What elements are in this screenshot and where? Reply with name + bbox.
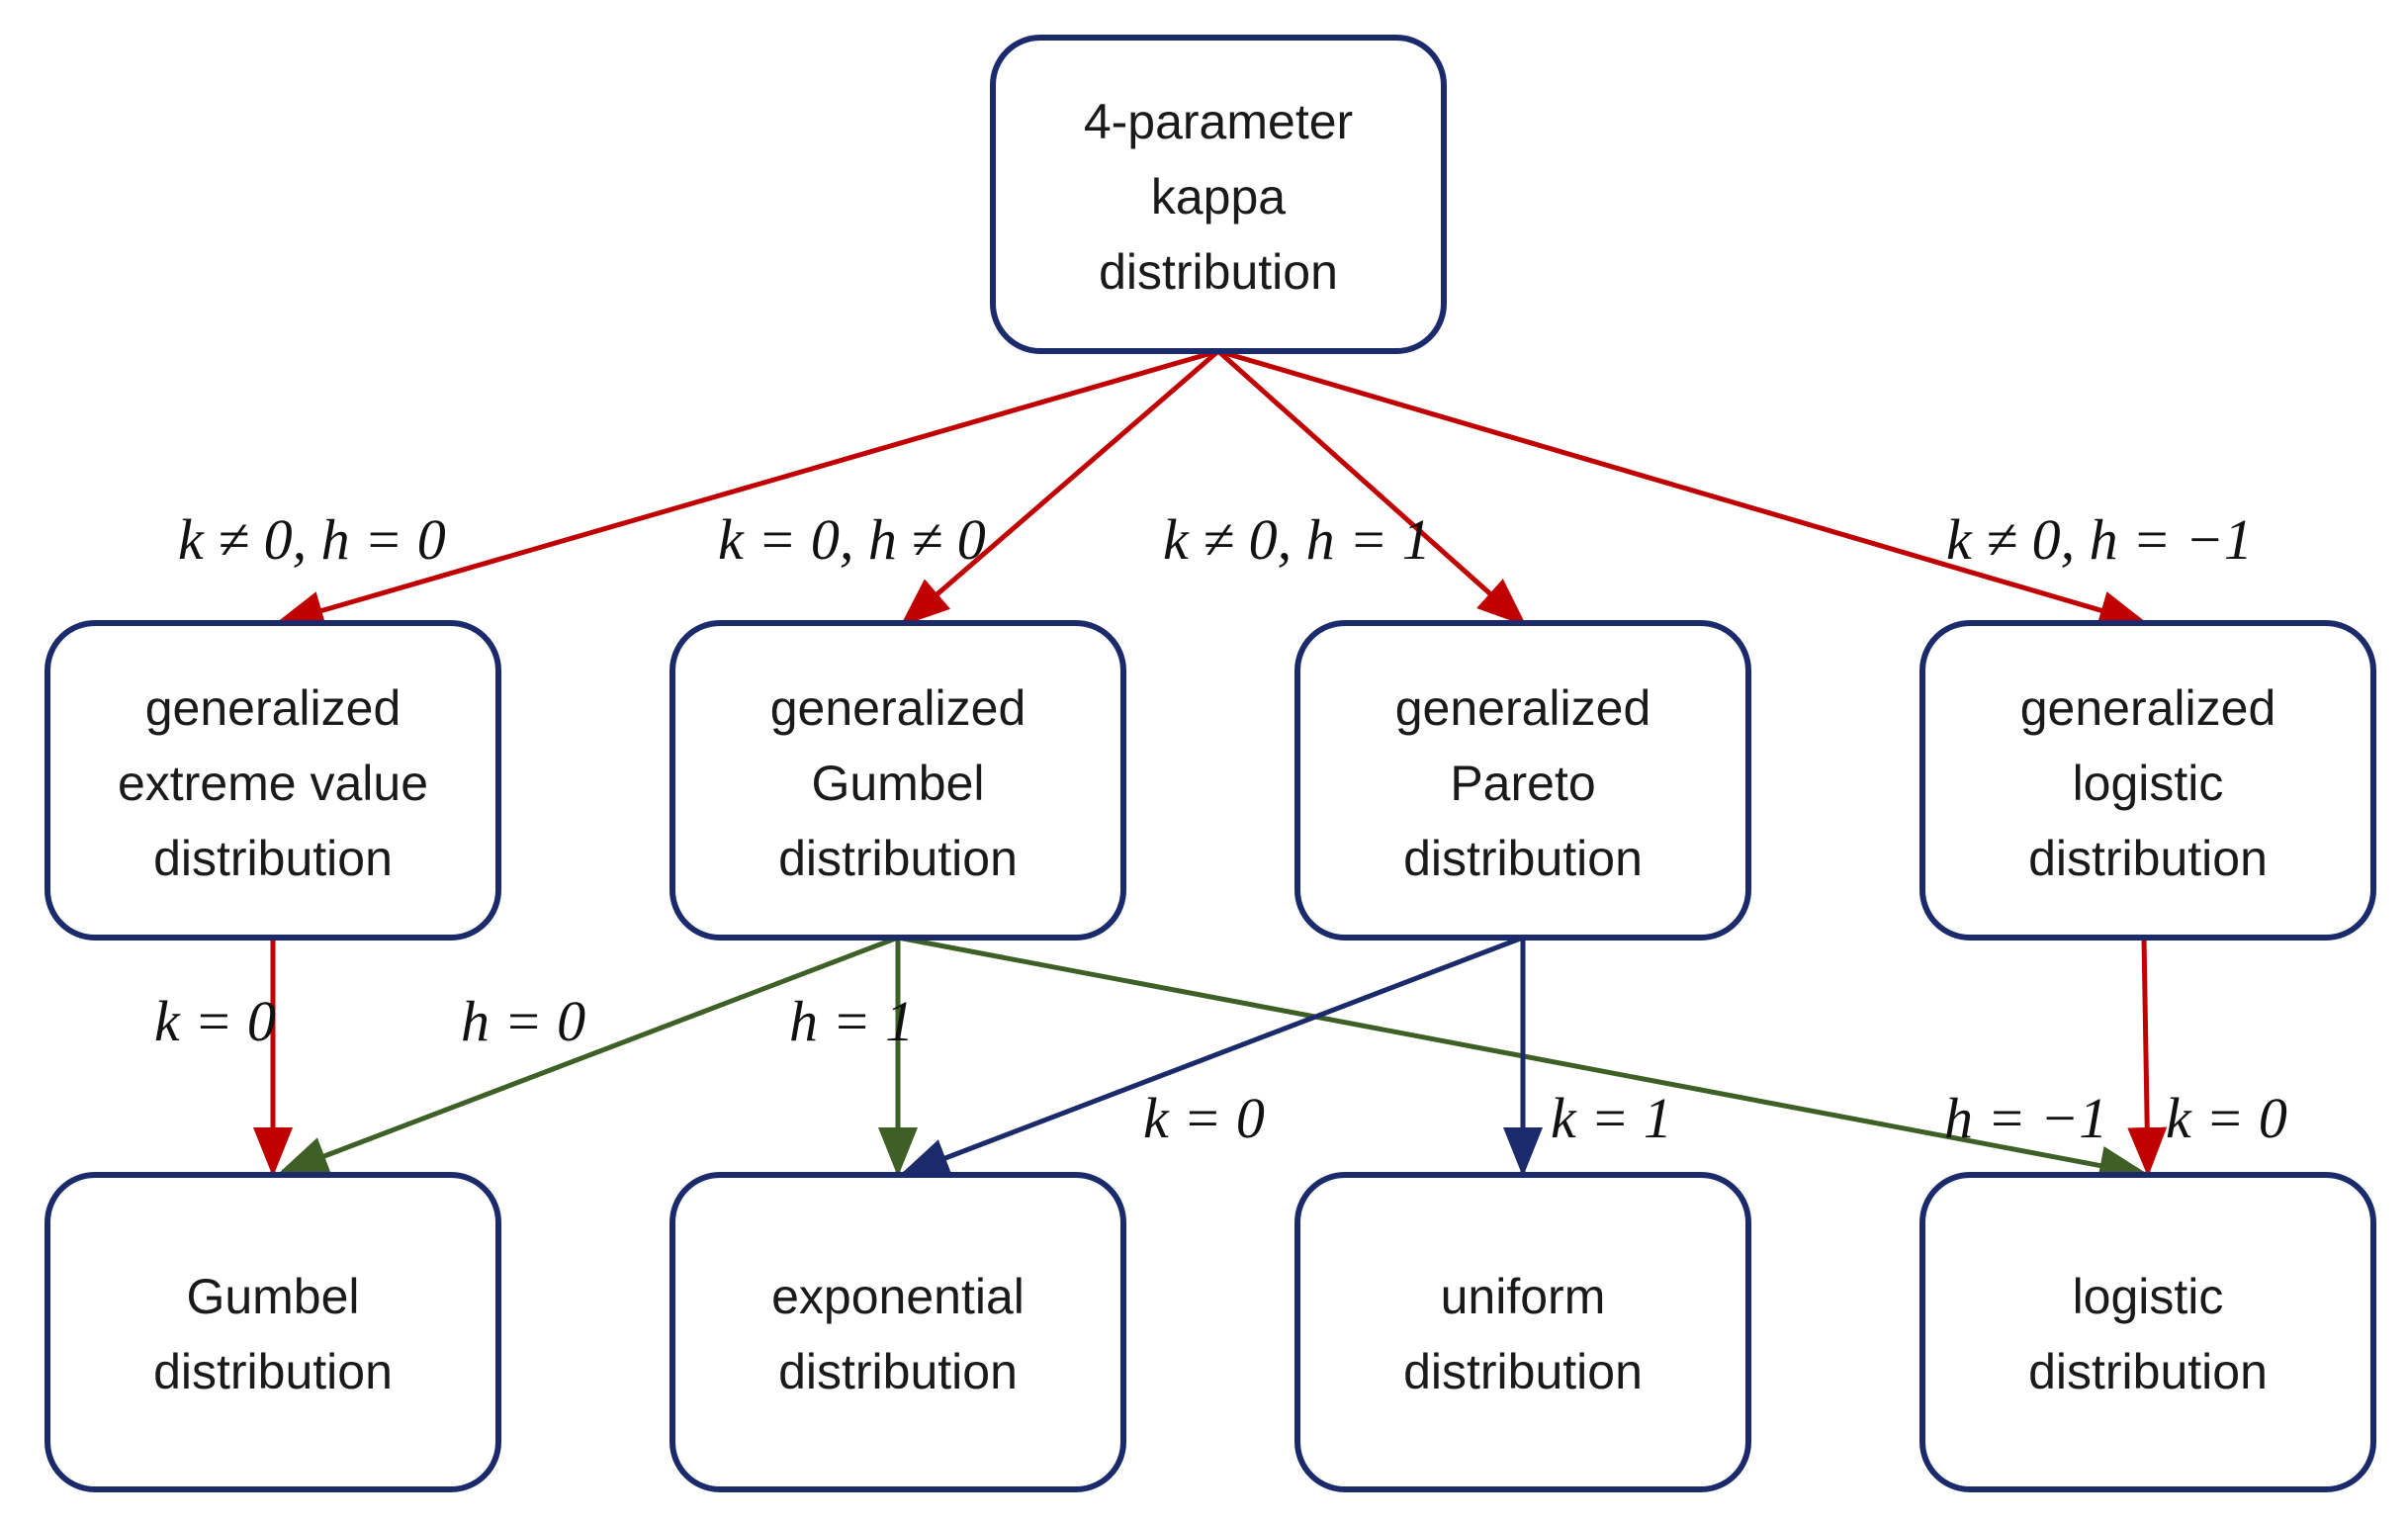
label-ggumbel-exponential: h = 1 [789,989,914,1053]
node-gpareto-line-2: Pareto [1450,756,1595,811]
node-exponential-line-1: exponential [771,1269,1025,1324]
node-ggumbel-line-2: Gumbel [811,756,984,811]
node-gpareto-line-1: generalized [1395,680,1651,736]
edges [253,348,2168,1186]
node-gev-line-1: generalized [145,680,401,736]
label-kappa-glogistic: k ≠ 0, h = −1 [1946,507,2253,572]
node-uniform-line-2: distribution [1403,1344,1643,1399]
node-glogistic-line-3: distribution [2028,831,2268,886]
label-gpareto-uniform: k = 1 [1551,1086,1672,1150]
node-ggumbel-line-1: generalized [770,680,1026,736]
node-logistic-line-2: distribution [2028,1344,2268,1399]
node-kappa-line-2: kappa [1151,169,1286,224]
node-gumbel: Gumbel distribution [45,1172,501,1492]
node-exponential-line-2: distribution [778,1344,1018,1399]
node-kappa-line-3: distribution [1099,244,1338,300]
node-gev-line-3: distribution [153,831,393,886]
edge-labels: k ≠ 0, h = 0 k = 0, h ≠ 0 k ≠ 0, h = 1 k… [154,507,2287,1150]
label-kappa-ggumbel: k = 0, h ≠ 0 [718,507,986,572]
node-gev: generalized extreme value distribution [45,620,501,941]
edge-gpareto-to-exponential [899,935,1524,1177]
edge-ggumbel-to-gumbel [278,935,899,1175]
node-kappa: 4-parameter kappa distribution [990,35,1447,354]
label-kappa-gev: k ≠ 0, h = 0 [178,507,446,572]
node-gpareto-line-3: distribution [1403,831,1643,886]
node-uniform-line-1: uniform [1441,1269,1606,1324]
label-ggumbel-gumbel: h = 0 [461,989,585,1053]
node-logistic: logistic distribution [1919,1172,2376,1492]
node-kappa-line-1: 4-parameter [1084,94,1353,149]
edge-kappa-to-gpareto [1216,349,1527,627]
node-gev-line-2: extreme value [118,756,428,811]
edge-kappa-to-gev [274,348,1219,630]
node-uniform: uniform distribution [1294,1172,1751,1492]
node-glogistic-line-2: logistic [2073,756,2224,811]
label-gev-gumbel: k = 0 [154,989,276,1053]
label-kappa-gpareto: k ≠ 0, h = 1 [1163,507,1431,572]
node-ggumbel-line-3: distribution [778,831,1018,886]
node-gpareto: generalized Pareto distribution [1294,620,1751,941]
label-glogistic-logistic: k = 0 [2166,1086,2287,1150]
node-gumbel-line-1: Gumbel [186,1269,359,1324]
node-logistic-line-1: logistic [2073,1269,2224,1324]
node-glogistic-line-1: generalized [2020,680,2276,736]
node-ggumbel: generalized Gumbel distribution [669,620,1126,941]
label-gpareto-exponential: k = 0 [1143,1086,1265,1150]
node-glogistic: generalized logistic distribution [1919,620,2376,941]
edge-kappa-to-ggumbel [900,349,1220,627]
node-gumbel-line-2: distribution [153,1344,393,1399]
edge-glogistic-to-logistic [2127,937,2168,1177]
node-exponential: exponential distribution [669,1172,1126,1492]
edge-kappa-to-glogistic [1217,348,2149,630]
label-ggumbel-logistic: h = −1 [1944,1086,2107,1150]
